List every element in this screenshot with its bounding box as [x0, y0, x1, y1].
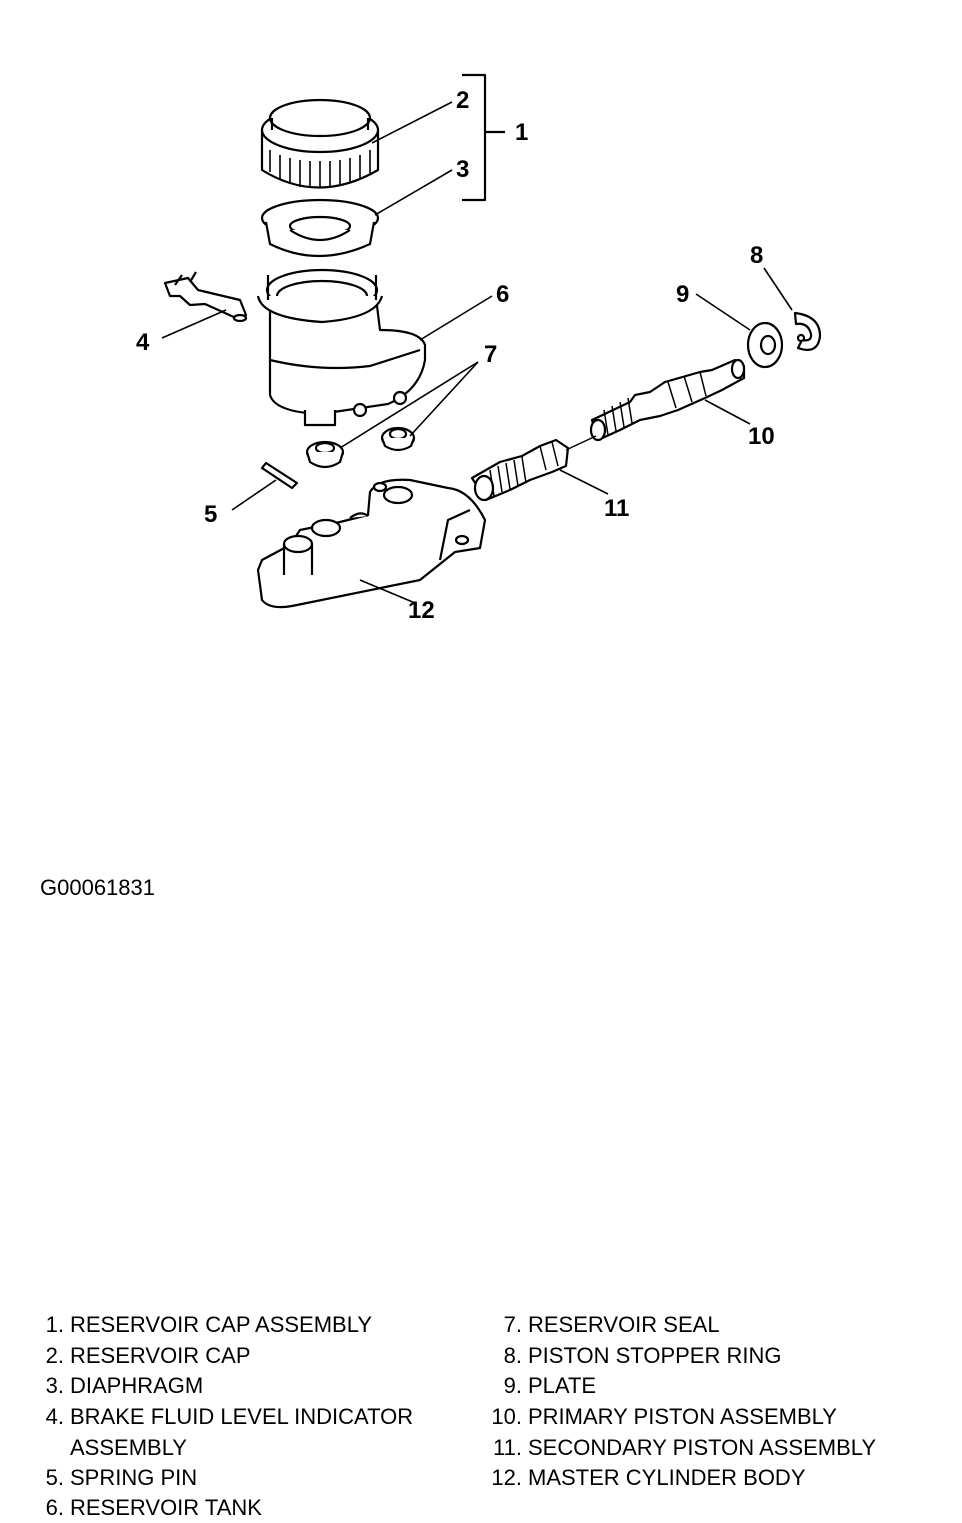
callout-4: 4 [136, 329, 150, 356]
master-cylinder-body [256, 478, 487, 609]
diagram-drawing: 1 2 3 4 5 6 7 8 9 10 11 12 [136, 73, 822, 624]
callout-10: 10 [748, 423, 775, 450]
exploded-diagram: 1 2 3 4 5 6 7 8 9 10 11 12 1.RESERVOIR C… [40, 73, 876, 1520]
secondary-piston-assembly [470, 435, 597, 502]
diaphragm [260, 198, 380, 258]
callout-5: 5 [204, 501, 217, 528]
callout-8: 8 [750, 242, 763, 269]
piston-stopper-ring [793, 311, 822, 351]
legend-item-2: 2.RESERVOIR CAP [45, 1343, 251, 1368]
legend-item-5: 5.SPRING PIN [45, 1465, 198, 1490]
legend-item-4: 4.BRAKE FLUID LEVEL INDICATOR [45, 1404, 414, 1429]
legend-item-6: 6.RESERVOIR TANK [45, 1495, 262, 1520]
callout-2: 2 [456, 87, 469, 114]
reservoir-seals [305, 426, 416, 469]
legend-item-9: 9.PLATE [503, 1373, 597, 1398]
callout-7: 7 [484, 341, 497, 368]
legend-item-10: 10.PRIMARY PISTON ASSEMBLY [491, 1404, 837, 1429]
legend-item-7: 7.RESERVOIR SEAL [503, 1312, 720, 1337]
figure-code: G00061831 [40, 875, 155, 900]
primary-piston-assembly [589, 358, 746, 442]
reservoir-tank [256, 268, 427, 427]
legend-item-8: 8.PISTON STOPPER RING [503, 1343, 782, 1368]
callout-12: 12 [408, 597, 435, 624]
legend-item-3: 3.DIAPHRAGM [45, 1373, 204, 1398]
callout-numbers: 1 2 3 4 5 6 7 8 9 10 11 12 [136, 87, 775, 624]
callout-3: 3 [456, 156, 469, 183]
plate [746, 321, 784, 369]
callout-9: 9 [676, 281, 689, 308]
leader-lines [161, 101, 793, 604]
legend-item-4-cont: ASSEMBLY [70, 1435, 187, 1460]
brake-fluid-level-indicator [163, 271, 248, 323]
legend-item-11: 11.SECONDARY PISTON ASSEMBLY [493, 1435, 877, 1460]
callout-1: 1 [515, 119, 528, 146]
legend-item-1: 1.RESERVOIR CAP ASSEMBLY [45, 1312, 373, 1337]
callout-6: 6 [496, 281, 509, 308]
callout-11: 11 [604, 495, 629, 522]
spring-pin [260, 461, 299, 490]
reservoir-cap [260, 98, 380, 189]
legend-item-12: 12.MASTER CYLINDER BODY [491, 1465, 806, 1490]
bracket-1 [462, 73, 505, 202]
